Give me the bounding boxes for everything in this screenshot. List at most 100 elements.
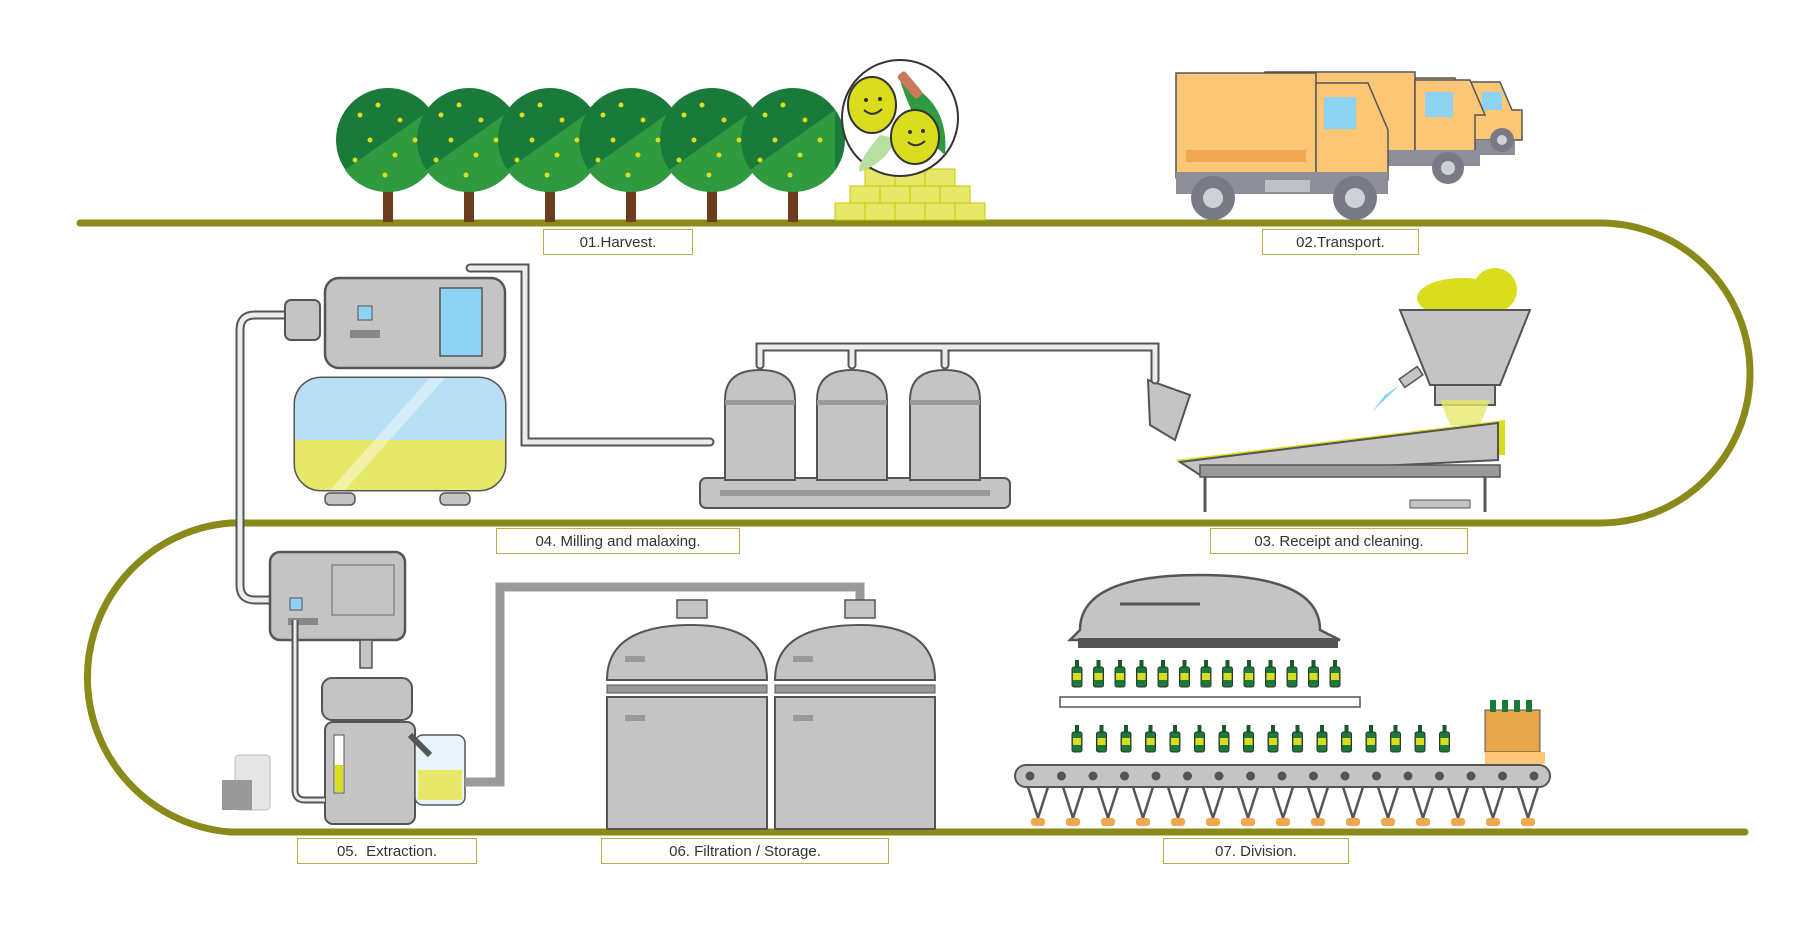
roller-icon (1183, 771, 1192, 781)
conveyor-leg (1376, 786, 1400, 823)
conveyor-foot (1416, 818, 1430, 826)
roller-icon (1529, 771, 1539, 781)
washing-conveyor (1146, 378, 1505, 512)
oil-bottle-icon (1120, 725, 1132, 753)
oil-bottle-icon (1071, 660, 1083, 688)
pipes-inner (237, 265, 1158, 603)
conveyor-bottle-row (1071, 725, 1450, 753)
oil-bottle-icon (1096, 725, 1107, 753)
roller-icon (1498, 771, 1507, 781)
oil-bottle-icon (1136, 660, 1147, 688)
oil-bottle-icon (1145, 725, 1156, 753)
oil-bottle-icon (1179, 660, 1190, 688)
step-label-division: 07. Division. (1163, 838, 1349, 864)
conveyor-leg (1516, 786, 1540, 823)
conveyor-leg (1131, 786, 1155, 823)
conveyor-leg (1446, 786, 1470, 823)
conveyor-leg (1306, 786, 1330, 823)
oil-bottle-icon (1365, 725, 1377, 753)
olive-crates (834, 168, 986, 221)
conveyor-foot (1241, 818, 1255, 826)
conveyor-belt (1014, 764, 1551, 826)
malaxing-tank (816, 368, 888, 481)
malaxing-tank (724, 368, 796, 481)
oil-bottle-icon (1200, 660, 1212, 688)
roller-icon (1435, 771, 1444, 781)
conveyor-foot (1486, 818, 1500, 826)
roller-icon (1120, 771, 1129, 781)
step-label-transport: 02.Transport. (1262, 229, 1419, 255)
conveyor-leg (1236, 786, 1260, 823)
roller-icon (1088, 771, 1098, 781)
oil-bottle-icon (1169, 725, 1181, 753)
roller-icon (1025, 771, 1035, 781)
oil-bottle-icon (1439, 725, 1450, 753)
storage-tank (773, 599, 937, 830)
conveyor-foot (1521, 818, 1535, 826)
conveyor-leg (1166, 786, 1190, 823)
conveyor-leg (1201, 786, 1225, 823)
oil-pipe (465, 582, 865, 787)
roller-icon (1403, 771, 1413, 781)
roller-icon (1466, 771, 1476, 781)
olive-dots (352, 102, 823, 178)
storage-tank (605, 599, 769, 830)
step-label-extraction: 05. Extraction. (297, 838, 477, 864)
conveyor-leg (1481, 786, 1505, 823)
conveyor-foot (1311, 818, 1325, 826)
conveyor-foot (1381, 818, 1395, 826)
oil-bottle-icon (1265, 660, 1276, 688)
roller-icon (1057, 771, 1066, 781)
oil-bottle-icon (1267, 725, 1279, 753)
oil-bottle-icon (1308, 660, 1319, 688)
mill-machine (284, 276, 507, 370)
roller-icon (1214, 771, 1224, 781)
roller-icon (1277, 771, 1287, 781)
olive-trees (336, 88, 845, 222)
water-spray-icon (1372, 365, 1424, 412)
storage-tanks (605, 599, 937, 830)
conveyor-foot (1451, 818, 1465, 826)
oil-bottle-icon (1243, 725, 1254, 753)
oil-bottle-icon (1114, 660, 1126, 688)
conveyor-leg (1026, 786, 1050, 823)
oil-bottle-icon (1316, 725, 1328, 753)
oil-bottle-icon (1329, 660, 1341, 688)
olive-branch-icon (841, 59, 959, 177)
process-track (76, 219, 1754, 836)
step-label-filtration: 06. Filtration / Storage. (601, 838, 889, 864)
conveyor-leg (1061, 786, 1085, 823)
roller-icon (1309, 771, 1318, 781)
oil-bottle-icon (1243, 660, 1255, 688)
decanter-centrifuge (268, 550, 407, 669)
oil-bottle-icon (1222, 660, 1233, 688)
oil-bottle-icon (1341, 725, 1352, 753)
oil-bottle-icon (1071, 725, 1083, 753)
conveyor-foot (1066, 818, 1080, 826)
waste-container (222, 620, 325, 811)
separator-unit (321, 677, 466, 825)
conveyor-leg (1411, 786, 1435, 823)
step-label-harvest: 01.Harvest. (543, 229, 693, 255)
receiving-hopper (1398, 268, 1532, 425)
oil-bottle-icon (1194, 725, 1205, 753)
conveyor-leg (1341, 786, 1365, 823)
oil-bottle-icon (1218, 725, 1230, 753)
step-label-receipt: 03. Receipt and cleaning. (1210, 528, 1468, 554)
malaxer-tank (293, 376, 507, 506)
step-label-milling: 04. Milling and malaxing. (496, 528, 740, 554)
bottle-boxes (1484, 700, 1545, 764)
roller-icon (1372, 771, 1381, 781)
conveyor-leg (1096, 786, 1120, 823)
oil-bottle-icon (1157, 660, 1169, 688)
bottling-machine (1059, 573, 1361, 708)
conveyor-foot (1276, 818, 1290, 826)
oil-bottle-icon (1286, 660, 1298, 688)
conveyor-leg (1271, 786, 1295, 823)
roller-icon (1340, 771, 1350, 781)
conveyor-foot (1206, 818, 1220, 826)
roller-icon (1151, 771, 1161, 781)
oil-bottle-icon (1292, 725, 1303, 753)
conveyor-foot (1101, 818, 1115, 826)
